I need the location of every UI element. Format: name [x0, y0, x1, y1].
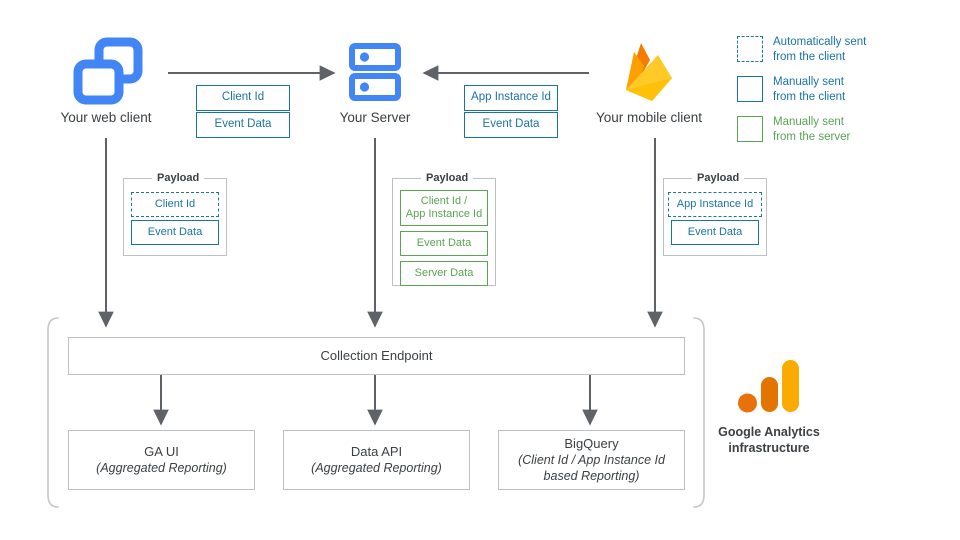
legend-line-1: Manually sent	[773, 116, 844, 128]
legend-swatch-auto-client	[737, 36, 763, 62]
ga-infrastructure-caption: Google Analytics infrastructure	[689, 424, 849, 457]
infrastructure-bracket-left	[47, 317, 59, 508]
payload-item-server-data: Server Data	[400, 261, 488, 286]
legend-line-1: Manually sent	[773, 76, 844, 88]
legend-label-manual-server: Manually sent from the server	[773, 115, 850, 145]
legend-line-2: from the client	[773, 91, 846, 104]
transit-box-event-data-mobile: Event Data	[464, 112, 558, 138]
infrastructure-bracket-right	[693, 317, 705, 508]
legend-line-2: from the server	[773, 131, 851, 144]
output-box-ga-ui: GA UI (Aggregated Reporting)	[68, 430, 255, 490]
output-subtitle: (Client Id / App Instance Id based Repor…	[518, 453, 665, 484]
legend-label-auto-client: Automatically sent from the client	[773, 35, 866, 65]
google-analytics-logo	[738, 360, 799, 413]
firebase-flame-icon	[626, 43, 672, 101]
mobile-client-label: Your mobile client	[595, 110, 703, 125]
ga-caption-line-1: Google Analytics	[718, 425, 820, 439]
collection-endpoint-box: Collection Endpoint	[68, 337, 685, 375]
payload-item-app-instance-id: App Instance Id	[668, 192, 762, 217]
payload-item-event-data-web: Event Data	[131, 220, 219, 245]
payload-mobile-client-legend: Payload	[692, 173, 745, 184]
legend-swatch-manual-client	[737, 76, 763, 102]
payload-item-client-or-app-instance-id: Client Id / App Instance Id	[400, 190, 488, 226]
output-subtitle: (Aggregated Reporting)	[311, 461, 442, 476]
output-title: BigQuery	[564, 435, 619, 451]
transit-box-app-instance-id: App Instance Id	[464, 85, 558, 111]
output-box-bigquery: BigQuery (Client Id / App Instance Id ba…	[498, 430, 685, 490]
output-subtitle: (Aggregated Reporting)	[96, 461, 227, 476]
payload-item-event-data-mobile: Event Data	[671, 220, 759, 245]
payload-server-legend: Payload	[421, 173, 474, 184]
payload-item-event-data-server: Event Data	[400, 231, 488, 256]
output-box-data-api: Data API (Aggregated Reporting)	[283, 430, 470, 490]
output-title: Data API	[350, 443, 403, 459]
transit-box-event-data-web: Event Data	[196, 112, 290, 138]
server-rack-icon	[349, 43, 401, 101]
ga-caption-line-2: infrastructure	[728, 441, 810, 456]
web-client-label: Your web client	[60, 110, 152, 125]
browser-windows-icon	[73, 37, 143, 105]
payload-item-text: Client Id / App Instance Id	[405, 195, 483, 220]
legend-line-1: Automatically sent	[773, 36, 867, 48]
legend-line-2: from the client	[773, 51, 846, 64]
payload-web-client-legend: Payload	[152, 173, 205, 184]
server-label: Your Server	[339, 110, 411, 125]
legend-label-manual-client: Manually sent from the client	[773, 75, 845, 105]
output-title: GA UI	[144, 443, 179, 459]
payload-item-client-id: Client Id	[131, 192, 219, 217]
legend-swatch-manual-server	[737, 116, 763, 142]
collection-endpoint-label: Collection Endpoint	[320, 347, 433, 363]
transit-box-client-id: Client Id	[196, 85, 290, 111]
